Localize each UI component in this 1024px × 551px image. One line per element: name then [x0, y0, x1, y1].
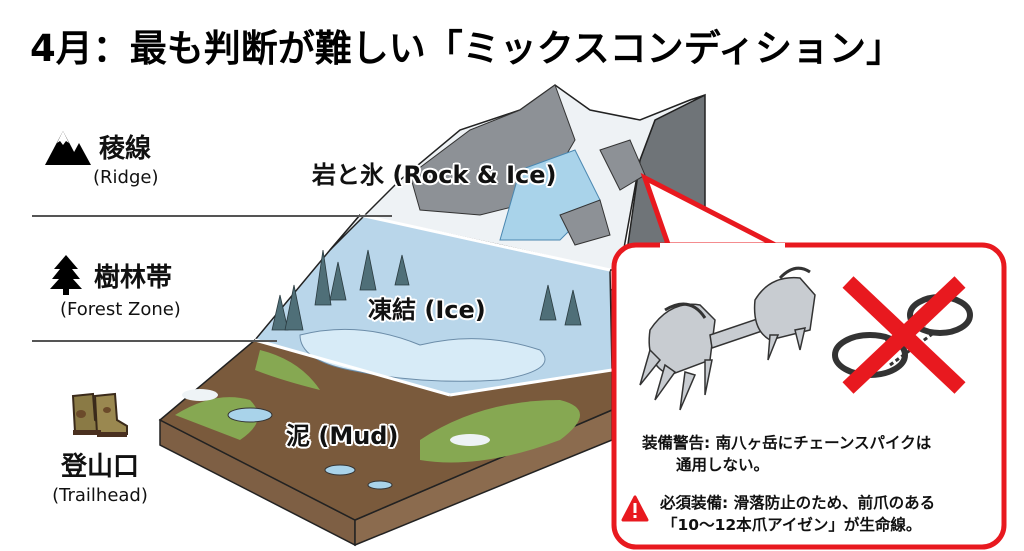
zone-forest-label-jp: 樹林帯 — [94, 262, 173, 293]
callout-tail — [640, 172, 787, 253]
warning-triangle-icon — [621, 495, 649, 522]
zone-divider-forest-trailhead — [32, 340, 277, 342]
equipment-warning-line1: 装備警告: 南八ヶ岳にチェーンスパイクは — [642, 434, 932, 452]
prohibited-x-icon — [842, 276, 966, 394]
zone-forest-label-en: (Forest Zone) — [60, 299, 181, 320]
mountain-icon — [45, 130, 91, 165]
required-equipment-line1: 必須装備: 滑落防止のため、前爪のある — [660, 494, 936, 512]
forest-trees — [271, 249, 582, 331]
terrain-label-mud: 泥 (Mud) — [286, 422, 399, 450]
page-title: 4月：最も判断が難しい「ミックスコンディション」 — [30, 27, 904, 70]
zone-ridge-label-jp: 稜線 — [99, 134, 152, 164]
crampon-12-point-icon — [639, 266, 816, 411]
zone-ridge: 稜線 (Ridge) — [45, 128, 158, 188]
equipment-warning-line2: 通用しない。 — [676, 456, 770, 474]
zone-trailhead-label-en: (Trailhead) — [52, 485, 148, 506]
zone-divider-ridge-forest — [32, 215, 392, 217]
zone-forest: 樹林帯 (Forest Zone) — [50, 255, 181, 320]
tree-icon — [50, 255, 82, 295]
zone-ridge-label-en: (Ridge) — [93, 167, 159, 188]
zone-trailhead-label-jp: 登山口 — [60, 452, 139, 482]
required-equipment-line2: 「10〜12本爪アイゼン」が生命線。 — [662, 516, 922, 534]
terrain-label-ice: 凍結 (Ice) — [368, 296, 486, 324]
terrain-label-rock-ice: 岩と氷 (Rock & Ice) — [312, 161, 557, 189]
boots-icon — [71, 392, 128, 437]
zone-trailhead: 登山口 (Trailhead) — [35, 390, 165, 506]
